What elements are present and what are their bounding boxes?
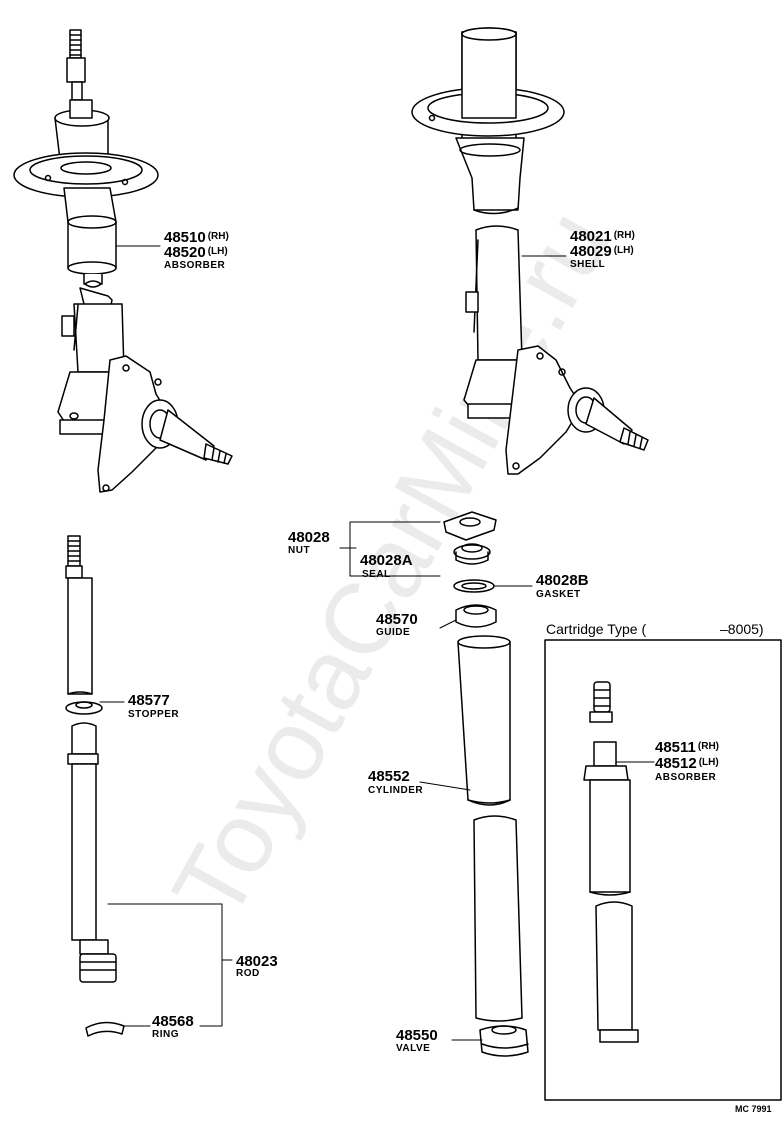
nut-name: NUT	[288, 545, 311, 556]
cartridge-absorber-name: ABSORBER	[655, 772, 717, 783]
valve-name: VALVE	[396, 1043, 431, 1054]
cylinder-name: CYLINDER	[368, 785, 424, 796]
seal-number: 48028A	[360, 552, 413, 569]
rod-assembly	[65, 535, 125, 1037]
gasket-name: GASKET	[536, 589, 581, 600]
absorber-rh-label: 48510(RH)	[164, 229, 229, 246]
valve-number: 48550	[396, 1027, 438, 1044]
cartridge-absorber	[583, 681, 639, 1043]
ring-number: 48568	[152, 1013, 194, 1030]
cartridge-type-label: Cartridge Type (	[546, 621, 647, 637]
guide-number: 48570	[376, 611, 418, 628]
ring-name: RING	[152, 1029, 179, 1040]
rod-number: 48023	[236, 953, 278, 970]
cylinder-stack	[443, 511, 529, 1057]
cartridge-rh-label: 48511(RH)	[655, 739, 719, 756]
strut-assembly-shell	[411, 27, 649, 475]
absorber-name: ABSORBER	[164, 260, 226, 271]
leader-lines	[99, 245, 655, 1041]
stopper-number: 48577	[128, 692, 170, 709]
reference-code: MC 7991	[735, 1104, 772, 1114]
rod-name: ROD	[236, 968, 260, 979]
seal-name: SEAL	[362, 569, 391, 580]
shell-lh-label: 48029(LH)	[570, 243, 634, 260]
gasket-number: 48028B	[536, 572, 589, 589]
cartridge-type-box	[544, 639, 782, 1101]
cylinder-number: 48552	[368, 768, 410, 785]
stopper-name: STOPPER	[128, 709, 180, 720]
strut-assembly-absorber	[13, 29, 233, 493]
cartridge-lh-label: 48512(LH)	[655, 755, 719, 772]
cartridge-type-range: –8005)	[720, 621, 764, 637]
guide-name: GUIDE	[376, 627, 411, 638]
nut-number: 48028	[288, 529, 330, 546]
absorber-lh-label: 48520(LH)	[164, 244, 228, 261]
shell-rh-label: 48021(RH)	[570, 228, 635, 245]
shell-name: SHELL	[570, 259, 606, 270]
